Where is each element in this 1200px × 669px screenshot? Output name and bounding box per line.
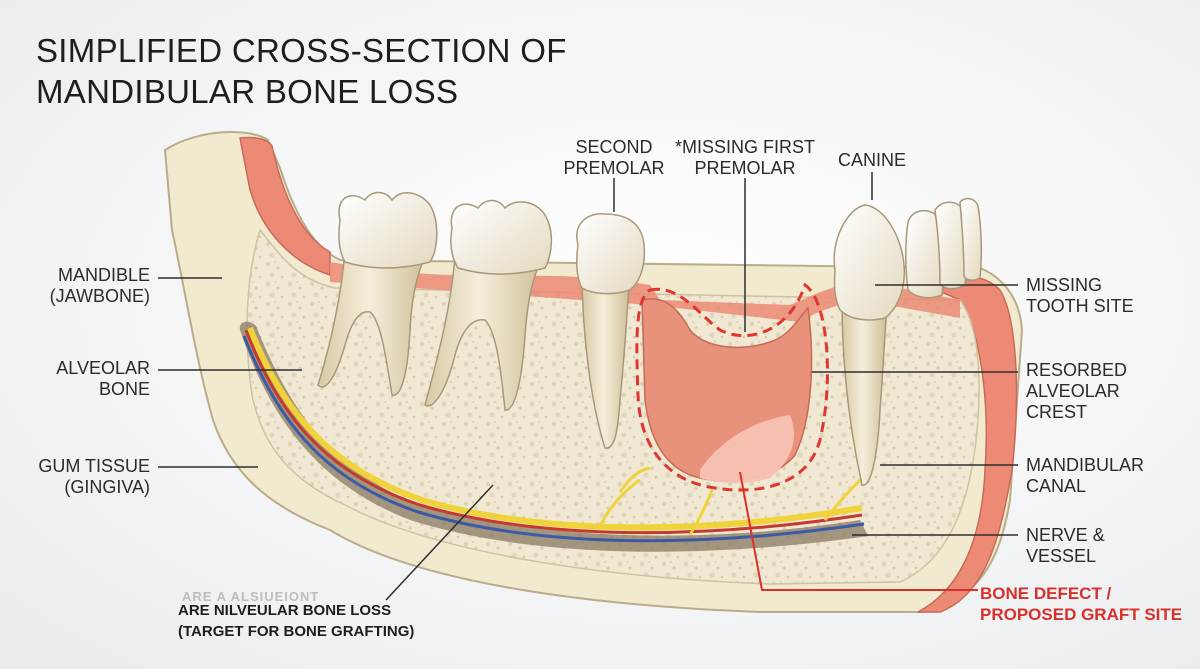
- first-molar-tooth: [317, 191, 438, 396]
- leader-lines: [158, 172, 1018, 601]
- nerve-branch-1: [596, 466, 651, 531]
- bone-defect-outline: [635, 282, 829, 492]
- second-premolar-tooth: [576, 213, 646, 449]
- label-second-premolar: SECOND PREMOLAR: [563, 137, 665, 178]
- vessel-blue: [242, 335, 865, 543]
- label-bone-defect: BONE DEFECT / PROPOSED GRAFT SITE: [980, 584, 1183, 624]
- gum-tissue-front: [917, 275, 1018, 613]
- second-molar-tooth: [424, 199, 553, 411]
- label-missing-first-premolar: *MISSING FIRST PREMOLAR: [674, 137, 815, 178]
- nerve-branch-2: [688, 489, 714, 536]
- nerve-yellow: [247, 326, 863, 531]
- label-bottom-faded: ARE A ALSIUEIONT: [182, 589, 320, 604]
- mandibular-canal: [239, 321, 869, 552]
- label-resorbed-alveolar-crest: RESORBED ALVEOLAR CREST: [1026, 360, 1128, 422]
- gum-tissue-back: [239, 136, 331, 277]
- label-gum-tissue: GUM TISSUE (GINGIVA): [38, 456, 150, 497]
- label-mandible: MANDIBLE (JAWBONE): [49, 265, 150, 306]
- bone-defect-leader: [739, 471, 978, 591]
- label-alveolar-bone: ALVEOLAR BONE: [56, 358, 150, 399]
- incisor-teeth: [905, 197, 983, 299]
- label-missing-tooth-site: MISSING TOOTH SITE: [1026, 275, 1134, 316]
- label-nerve-vessel: NERVE & VESSEL: [1026, 525, 1105, 566]
- label-mandibular-canal: MANDIBULAR CANAL: [1026, 455, 1145, 496]
- diagram-title: SIMPLIFIED CROSS-SECTION OF MANDIBULAR B…: [36, 32, 567, 110]
- vessel-red: [244, 329, 863, 535]
- label-bottom-note: ARE NILVEULAR BONE LOSS (TARGET FOR BONE…: [178, 602, 415, 640]
- graft-zone: [700, 415, 794, 484]
- label-canine: CANINE: [837, 150, 906, 170]
- canine-tooth: [833, 204, 906, 486]
